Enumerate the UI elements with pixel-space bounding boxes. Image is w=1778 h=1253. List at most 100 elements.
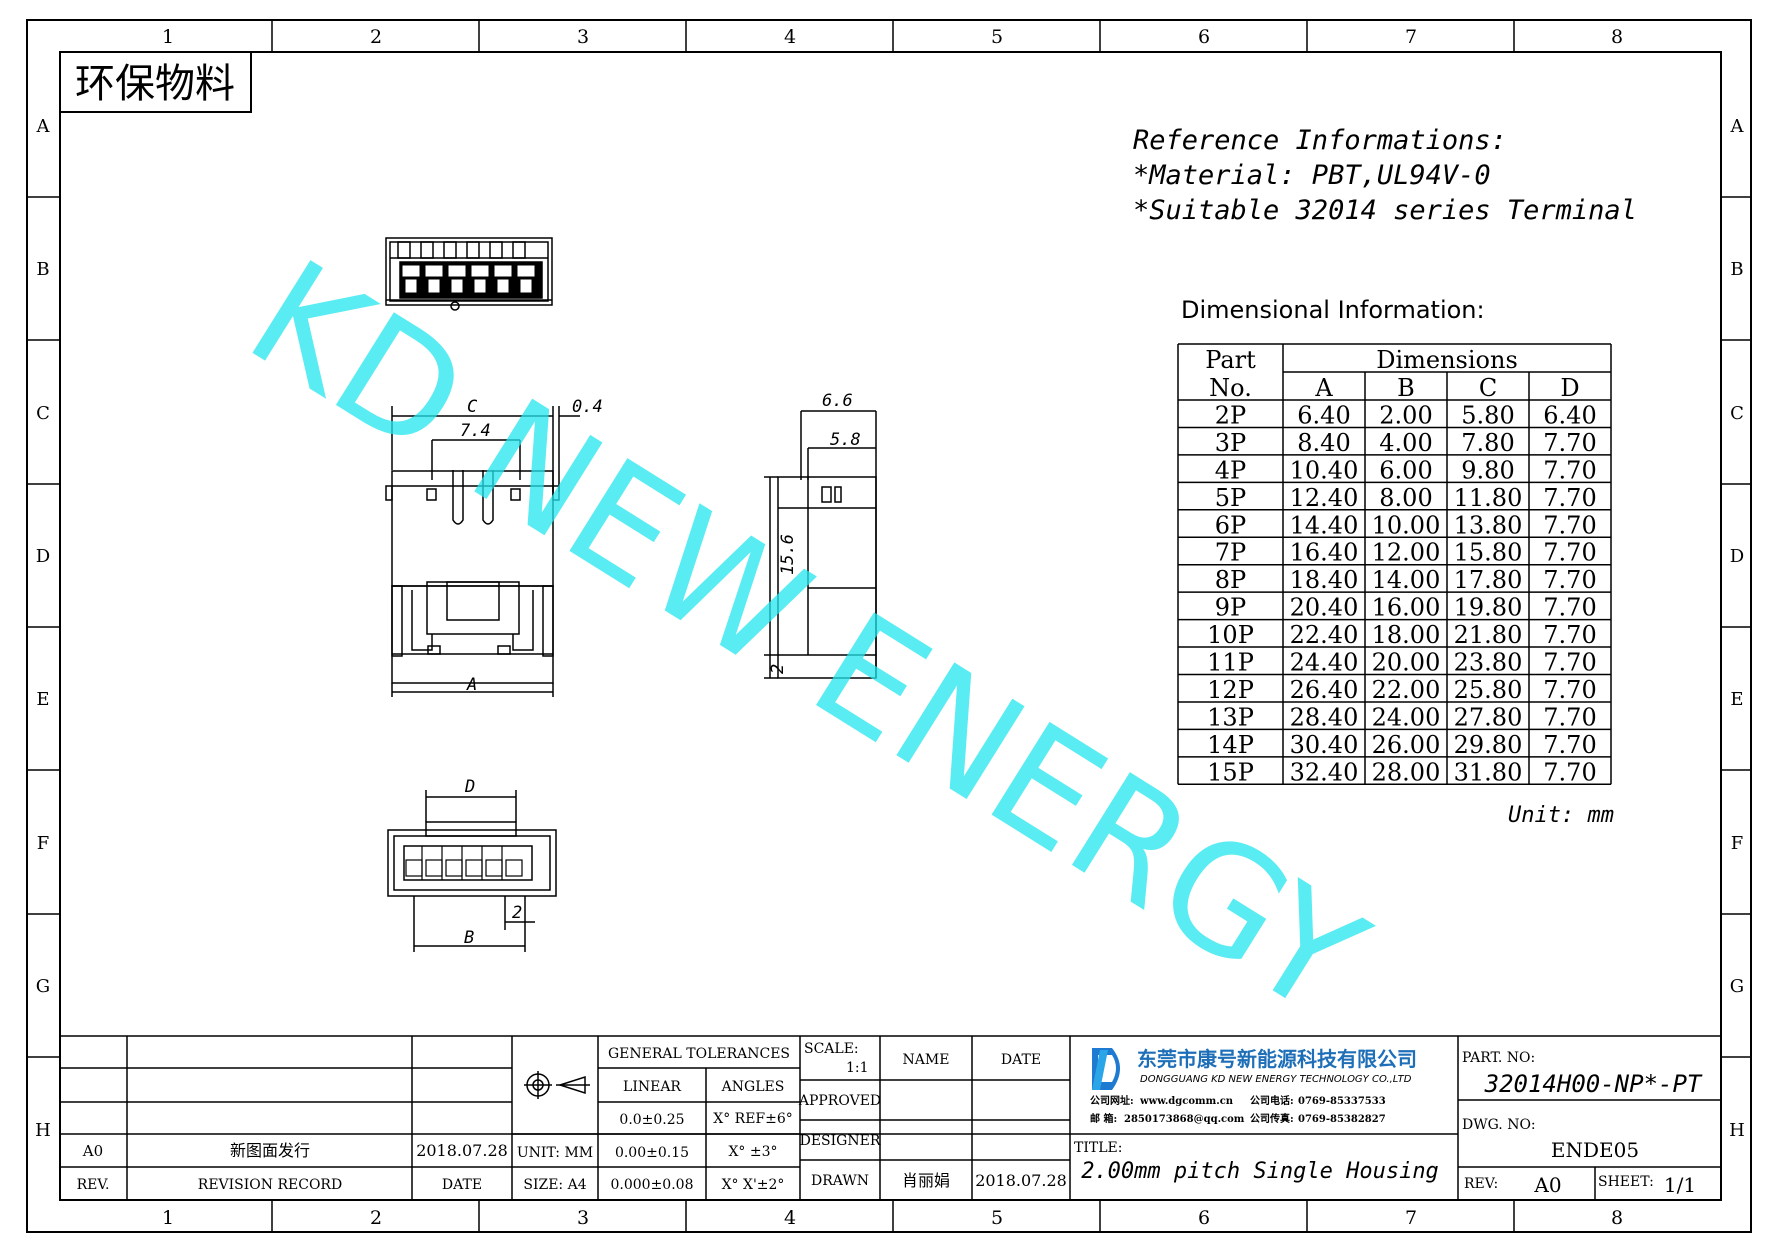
table-cell-part: 13P (1207, 703, 1254, 731)
table-cell-dim-B: 18.00 (1372, 621, 1441, 649)
drawing-title: 2.00mm pitch Single Housing (1081, 1159, 1439, 1184)
row-label-left-D: D (36, 546, 50, 567)
table-cell-dim-C: 19.80 (1454, 594, 1523, 622)
table-cell-dim-B: 14.00 (1372, 566, 1441, 594)
dim-label-66: 6.6 (822, 391, 853, 411)
table-cell-dim-D: 7.70 (1543, 621, 1596, 649)
gen-tolerances-label: GENERAL TOLERANCES (608, 1046, 790, 1062)
row-label-left-A: A (36, 116, 51, 137)
table-cell-part: 15P (1207, 758, 1254, 786)
part-no-label: PART. NO: (1462, 1050, 1535, 1066)
col-label-bottom-6: 6 (1198, 1207, 1210, 1229)
table-cell-dim-C: 9.80 (1461, 456, 1514, 484)
table-cell-dim-C: 15.80 (1454, 539, 1523, 567)
table-cell-dim-C: 23.80 (1454, 649, 1523, 677)
table-cell-dim-D: 7.70 (1543, 484, 1596, 512)
dim-label-a: A (466, 675, 477, 695)
rev-record-text: 新图面发行 (230, 1141, 310, 1160)
table-header-col-B: B (1397, 374, 1415, 402)
part-no-value: 32014H00-NP*-PT (1484, 1070, 1703, 1098)
col-label-bottom-7: 7 (1405, 1207, 1417, 1229)
col-label-top-1: 1 (162, 26, 174, 48)
table-cell-dim-D: 7.70 (1543, 649, 1596, 677)
web-label: 公司网址: (1090, 1094, 1134, 1107)
unit-label: UNIT: MM (517, 1145, 593, 1161)
table-cell-dim-A: 16.40 (1290, 539, 1359, 567)
designer-label: DESIGNER (800, 1133, 881, 1149)
table-cell-dim-C: 21.80 (1454, 621, 1523, 649)
col-label-top-5: 5 (991, 26, 1003, 48)
sheet-value: 1/1 (1664, 1173, 1696, 1197)
drawn-name: 肖丽娟 (902, 1171, 950, 1190)
row-label-right-B: B (1730, 259, 1743, 280)
dim-label-156: 15.6 (778, 534, 798, 575)
linear-tol-1: 0.0±0.25 (619, 1112, 684, 1128)
table-header-part: Part (1205, 346, 1256, 374)
title-label: TITLE: (1074, 1140, 1122, 1156)
table-header-col-A: A (1314, 374, 1333, 402)
company-logo-icon (1092, 1048, 1120, 1090)
top-view-drawing (385, 237, 553, 311)
table-cell-dim-C: 25.80 (1454, 676, 1523, 704)
name-header: NAME (903, 1052, 950, 1068)
web-value: www.dgcomm.cn (1139, 1096, 1234, 1107)
row-label-left-F: F (37, 833, 50, 854)
drawn-date: 2018.07.28 (975, 1171, 1067, 1190)
col-label-top-6: 6 (1198, 26, 1210, 48)
dim-label-2-bottom: 2 (512, 903, 522, 923)
revision-record-header: REVISION RECORD (198, 1177, 342, 1193)
table-cell-dim-B: 6.00 (1379, 456, 1432, 484)
table-cell-dim-A: 22.40 (1290, 621, 1359, 649)
col-label-top-3: 3 (577, 26, 589, 48)
row-label-right-E: E (1730, 689, 1743, 710)
mail-label: 邮 箱: (1090, 1112, 1117, 1125)
table-cell-dim-A: 32.40 (1290, 758, 1359, 786)
table-cell-dim-C: 13.80 (1454, 511, 1523, 539)
dimensional-title: Dimensional Information: (1181, 296, 1485, 324)
bottom-view-drawing (387, 790, 557, 952)
table-cell-dim-A: 10.40 (1290, 456, 1359, 484)
table-cell-dim-A: 18.40 (1290, 566, 1359, 594)
scale-value: 1:1 (846, 1060, 869, 1076)
table-cell-part: 7P (1215, 539, 1246, 567)
table-cell-dim-B: 16.00 (1372, 594, 1441, 622)
table-cell-dim-B: 4.00 (1379, 429, 1432, 457)
rev-record-date: 2018.07.28 (416, 1141, 508, 1160)
linear-tol-2: 0.00±0.15 (615, 1145, 689, 1161)
table-cell-dim-C: 17.80 (1454, 566, 1523, 594)
table-cell-part: 2P (1215, 401, 1246, 429)
table-header-col-D: D (1560, 374, 1579, 402)
table-cell-part: 12P (1207, 676, 1254, 704)
table-cell-part: 4P (1215, 456, 1246, 484)
table-cell-dim-B: 10.00 (1372, 511, 1441, 539)
row-label-right-H: H (1729, 1120, 1745, 1141)
table-cell-dim-A: 28.40 (1290, 703, 1359, 731)
table-cell-dim-D: 7.70 (1543, 731, 1596, 759)
rev-header: REV. (77, 1177, 110, 1193)
outer-frame (26, 19, 1752, 1233)
table-cell-dim-D: 7.70 (1543, 429, 1596, 457)
table-cell-dim-C: 29.80 (1454, 731, 1523, 759)
table-cell-part: 3P (1215, 429, 1246, 457)
table-cell-dim-D: 7.70 (1543, 511, 1596, 539)
rev-a0: A0 (82, 1142, 103, 1160)
table-cell-dim-D: 7.70 (1543, 758, 1596, 786)
tel-value: 0769-85337533 (1298, 1096, 1386, 1107)
table-cell-dim-B: 20.00 (1372, 649, 1441, 677)
table-cell-part: 9P (1215, 594, 1246, 622)
table-cell-dim-C: 11.80 (1454, 484, 1523, 512)
col-label-bottom-8: 8 (1611, 1207, 1623, 1229)
table-cell-dim-D: 7.70 (1543, 456, 1596, 484)
tel-label: 公司电话: (1250, 1094, 1294, 1107)
table-cell-dim-A: 30.40 (1290, 731, 1359, 759)
dim-label-04: 0.4 (572, 397, 603, 417)
reference-terminal: *Suitable 32014 series Terminal (1133, 195, 1637, 226)
table-cell-dim-A: 24.40 (1290, 649, 1359, 677)
table-cell-part: 11P (1207, 649, 1254, 677)
col-label-top-2: 2 (370, 26, 382, 48)
row-label-right-A: A (1730, 116, 1745, 137)
dim-label-74: 7.4 (460, 421, 491, 441)
table-cell-dim-D: 7.70 (1543, 676, 1596, 704)
row-label-left-H: H (35, 1120, 51, 1141)
table-cell-part: 6P (1215, 511, 1246, 539)
